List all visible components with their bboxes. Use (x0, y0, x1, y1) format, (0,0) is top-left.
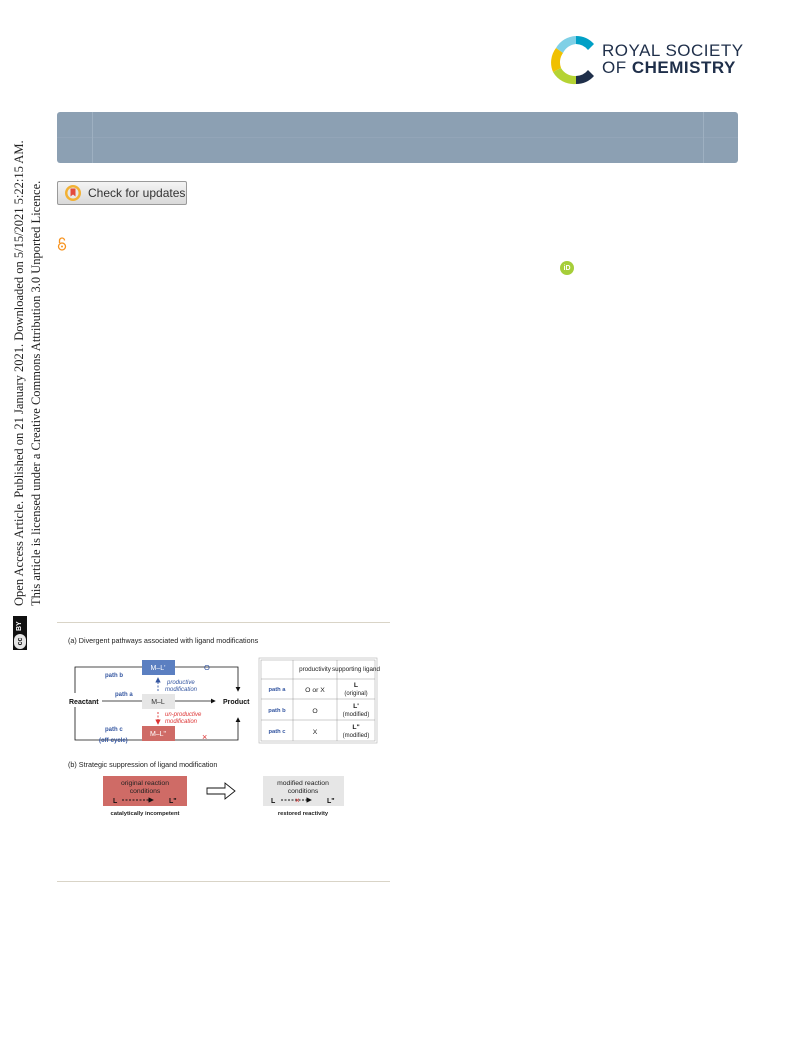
modified-conditions-title-2: conditions (288, 788, 319, 795)
table-header-ligand: supporting ligand (332, 666, 380, 673)
check-for-updates-button[interactable]: Check for updates (57, 181, 187, 205)
table-row-a-note: (original) (344, 691, 367, 697)
ml-box (142, 694, 175, 709)
original-ligand-L2: L" (169, 798, 177, 805)
pathway-table: productivity supporting ligand path a O … (258, 657, 380, 744)
orcid-icon[interactable]: iD (560, 261, 574, 275)
modified-conditions-title-1: modified reaction (277, 780, 329, 787)
table-header-productivity: productivity (299, 666, 332, 673)
figure: (a) Divergent pathways associated with l… (57, 628, 390, 878)
path-c-label: path c (105, 727, 123, 733)
path-b-line (74, 666, 142, 693)
unproductive-label-1: un-productive (165, 712, 202, 718)
original-conditions-box (103, 776, 187, 806)
ml-dprime-label: M–L" (150, 731, 167, 738)
cc-by-badge[interactable]: cc BY (13, 616, 27, 650)
figure-top-rule (57, 622, 390, 623)
scheme-diagram: M–L' M–L M–L" path b path a path c (off-… (69, 657, 380, 817)
publication-info: Open Access Article. Published on 21 Jan… (12, 140, 26, 606)
journal-banner (57, 112, 738, 163)
table-row-b-ligand: L' (353, 703, 359, 710)
productive-label-1: productive (166, 680, 195, 686)
path-b-label: path b (105, 673, 123, 679)
table-row-a-productivity: O or X (305, 687, 325, 694)
ml-dprime-box (142, 726, 175, 741)
by-label: BY (16, 621, 23, 631)
ml-prime-box (142, 660, 175, 675)
path-c-line (74, 707, 142, 741)
check-for-updates-label: Check for updates (88, 186, 186, 200)
modified-ligand-L: L (271, 798, 276, 805)
table-row-b-note: (modified) (343, 712, 370, 718)
cc-icon: cc (14, 634, 26, 649)
path-a-label: path a (115, 692, 133, 698)
figure-bottom-rule (57, 881, 390, 882)
rsc-logo: ROYAL SOCIETY OF CHEMISTRY (548, 32, 748, 88)
table-row-a-path: path a (268, 687, 286, 693)
path-c-unproductive-mark: × (202, 732, 207, 742)
license-info[interactable]: This article is licensed under a Creativ… (29, 180, 43, 606)
catalytically-incompetent-label: catalytically incompetent (111, 811, 180, 817)
modified-conditions-box (263, 776, 344, 806)
rsc-logo-mark (551, 35, 594, 85)
path-b-productive-mark: O (204, 663, 210, 672)
restored-reactivity-label: restored reactivity (278, 811, 329, 817)
original-ligand-L: L (113, 798, 118, 805)
ml-label: M–L (151, 699, 165, 706)
product-label: Product (223, 699, 250, 706)
productive-label-2: modification (165, 687, 198, 693)
unproductive-label-2: modification (165, 719, 198, 725)
reactant-label: Reactant (69, 699, 99, 706)
table-row-c-productivity: X (313, 729, 318, 736)
bookmark-icon (65, 185, 81, 201)
caption-a: (a) Divergent pathways associated with l… (68, 636, 259, 645)
table-row-c-ligand: L" (352, 724, 359, 731)
table-row-a-ligand: L (354, 682, 358, 689)
table-row-c-path: path c (268, 729, 286, 735)
license-sidebar: cc BY Open Access Article. Published on … (12, 140, 48, 650)
table-row-c-note: (modified) (343, 733, 370, 739)
caption-b: (b) Strategic suppression of ligand modi… (68, 760, 218, 769)
ml-prime-label: M–L' (151, 665, 166, 672)
publisher-name-line2: OF CHEMISTRY (602, 58, 736, 77)
off-cycle-label: (off-cycle) (99, 738, 128, 744)
original-conditions-title-1: original reaction (121, 780, 169, 787)
publisher-name-line1: ROYAL SOCIETY (602, 41, 744, 60)
transition-arrow-icon (206, 782, 236, 800)
table-row-b-productivity: O (312, 708, 317, 715)
lock-open-icon (57, 237, 67, 251)
blocked-mark: × (295, 796, 300, 805)
original-conditions-title-2: conditions (130, 788, 161, 795)
table-row-b-path: path b (268, 708, 286, 714)
modified-ligand-L2: L" (327, 798, 335, 805)
